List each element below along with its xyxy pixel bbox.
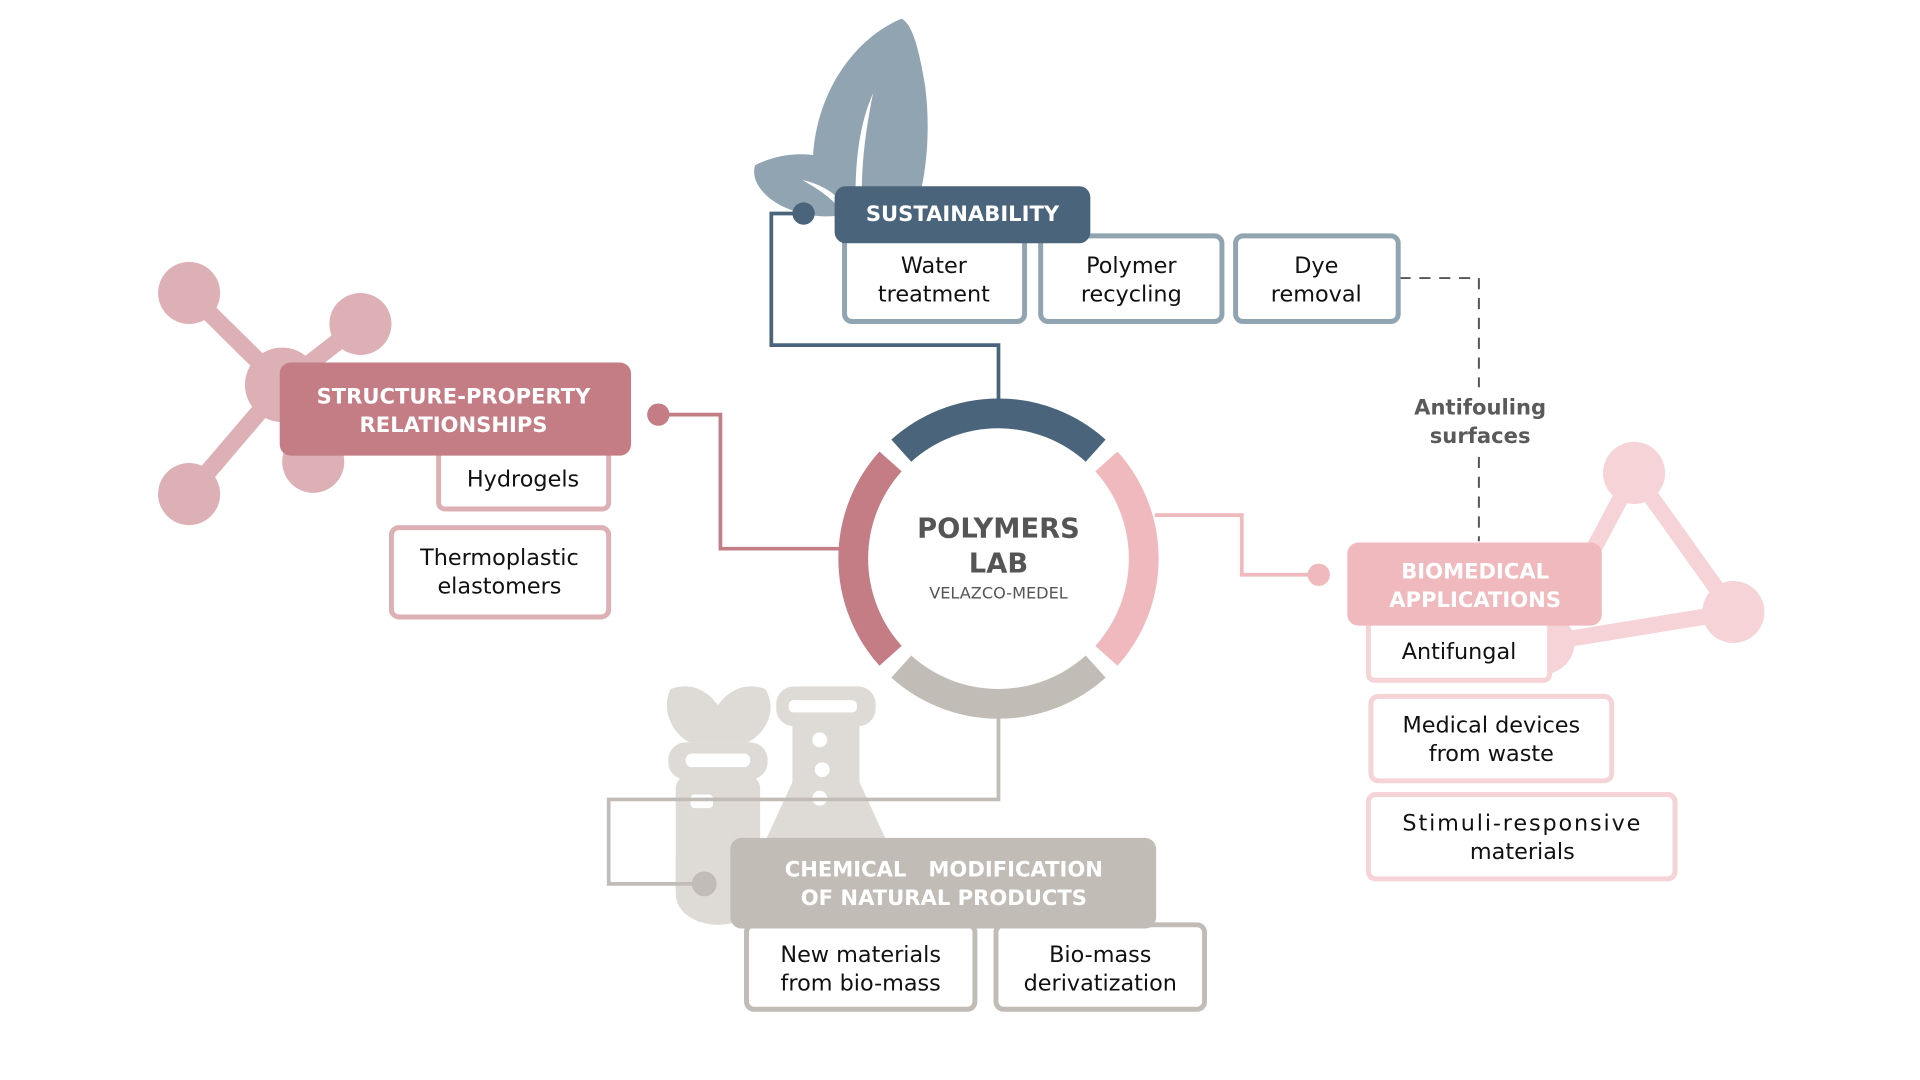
item-label-line2: from bio-mass <box>781 971 941 997</box>
item-label-line1: Antifungal <box>1402 639 1517 665</box>
center-title-line1: POLYMERS <box>917 514 1080 545</box>
ring-segment-biomedical <box>1095 451 1159 666</box>
item-polymer-recycling[interactable]: Polymer recycling <box>1038 233 1225 324</box>
connector-sustainability <box>769 211 1001 400</box>
header-sustainability[interactable]: SUSTAINABILITY <box>834 186 1091 244</box>
item-label-line2: elastomers <box>437 573 561 599</box>
connector-biomedical <box>1154 513 1319 577</box>
item-label-line1: New materials <box>780 942 941 968</box>
item-label-line2: derivatization <box>1024 971 1177 997</box>
antifouling-note: Antifouling surfaces <box>1414 395 1546 449</box>
center-circle <box>870 430 1127 687</box>
item-bio-mass-derivatization[interactable]: Bio-mass derivatization <box>993 922 1208 1012</box>
connector-dot-biomedical <box>1307 563 1330 586</box>
item-label-line1: Polymer <box>1086 253 1177 279</box>
item-medical-devices-from-waste[interactable]: Medical devices from waste <box>1368 693 1615 784</box>
header-label-line1: STRUCTURE-PROPERTY <box>317 383 592 408</box>
connector-dot-chemical <box>691 871 717 897</box>
item-label-line2: from waste <box>1429 741 1554 767</box>
ring-segment-sustainability <box>891 398 1106 462</box>
note-line1: Antifouling <box>1414 395 1546 420</box>
item-stimuli-responsive-materials[interactable]: Stimuli-responsive materials <box>1365 792 1678 882</box>
center-title-line2: LAB <box>969 548 1028 579</box>
item-label-line1: Thermoplastic <box>419 545 579 571</box>
header-label-line2: OF NATURAL PRODUCTS <box>801 885 1087 910</box>
item-thermoplastic-elastomers[interactable]: Thermoplastic elastomers <box>388 525 612 620</box>
header-label-line1: BIOMEDICAL <box>1401 558 1549 583</box>
connector-antifouling <box>1399 277 1480 542</box>
center-subtitle: VELAZCO-MEDEL <box>929 583 1068 602</box>
center-ring <box>838 398 1159 719</box>
header-chemical-modification[interactable]: CHEMICAL MODIFICATION OF NATURAL PRODUCT… <box>730 837 1157 929</box>
chemical-items: New materials from bio-mass Bio-mass der… <box>744 922 1208 1012</box>
connector-structure <box>658 412 843 551</box>
connector-chemical <box>606 717 1001 886</box>
item-label-line2: recycling <box>1081 282 1182 308</box>
item-dye-removal[interactable]: Dye removal <box>1233 233 1401 324</box>
biomedical-items: Antifungal Medical devices from waste St… <box>1365 603 1678 882</box>
item-label-line1: Bio-mass <box>1049 942 1151 968</box>
ring-segment-chemical <box>891 655 1106 719</box>
item-label-line1: Water <box>901 253 968 279</box>
item-water-treatment[interactable]: Water treatment <box>842 233 1028 324</box>
item-label-line2: materials <box>1470 839 1575 865</box>
connector-dot-structure <box>647 403 670 426</box>
header-label-line2: RELATIONSHIPS <box>360 412 548 437</box>
structure-items: Hydrogels Thermoplastic elastomers <box>388 432 612 620</box>
item-label-line1: Stimuli-responsive <box>1402 810 1642 836</box>
item-label-line1: Medical devices <box>1402 712 1580 738</box>
header-label: SUSTAINABILITY <box>866 201 1060 226</box>
leaf-icon <box>754 18 928 218</box>
header-biomedical-applications[interactable]: BIOMEDICAL APPLICATIONS <box>1347 542 1602 626</box>
item-new-materials-from-bio-mass[interactable]: New materials from bio-mass <box>744 922 978 1012</box>
item-label-line1: Dye <box>1294 253 1338 279</box>
sustainability-items: Water treatment Polymer recycling Dye re… <box>842 233 1401 324</box>
header-structure-property[interactable]: STRUCTURE-PROPERTY RELATIONSHIPS <box>279 362 632 456</box>
note-line2: surfaces <box>1430 423 1531 448</box>
connector-dot-sustainability <box>792 202 815 225</box>
header-label-line2: APPLICATIONS <box>1389 587 1561 612</box>
item-label-line1: Hydrogels <box>467 467 579 493</box>
ring-segment-structure <box>838 451 902 666</box>
header-label-line1: CHEMICAL MODIFICATION <box>785 856 1103 881</box>
item-label-line2: treatment <box>878 282 990 308</box>
item-label-line2: removal <box>1271 282 1362 308</box>
